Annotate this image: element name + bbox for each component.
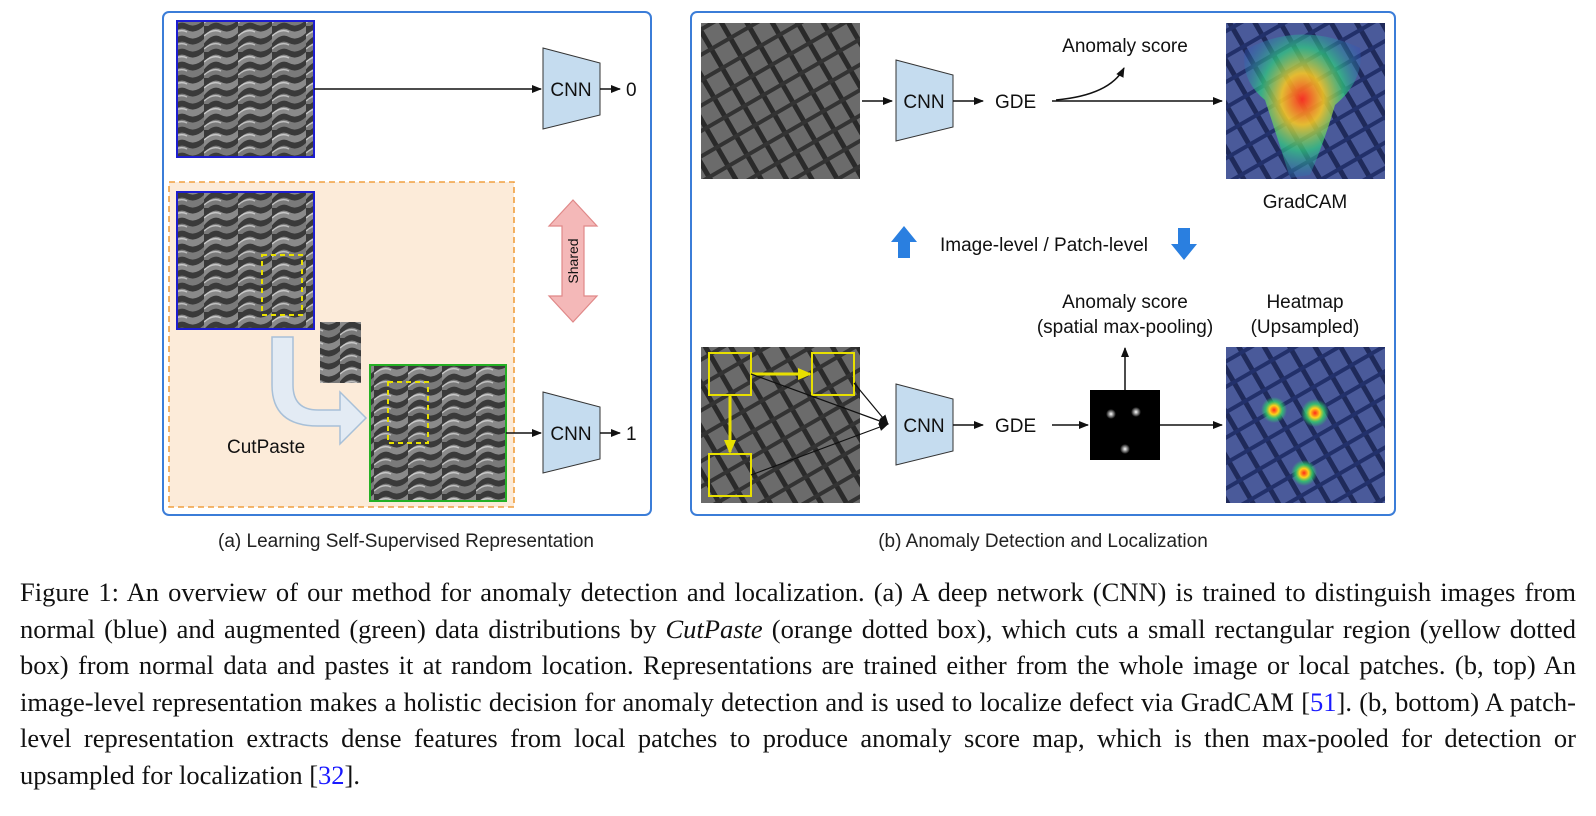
normal-image-top: [176, 20, 315, 158]
heatmap-spot: [1301, 399, 1329, 427]
heatmap-label: Heatmap: [1266, 292, 1343, 313]
gde-label-bottom: GDE: [995, 416, 1036, 437]
gde-label-top: GDE: [995, 92, 1036, 113]
output-label-1: 1: [626, 424, 637, 445]
down-arrow-icon: [1171, 228, 1197, 260]
shared-label: Shared: [565, 238, 581, 283]
citation-link-51[interactable]: 51: [1310, 686, 1337, 717]
cnn-block-top: [542, 47, 601, 130]
patch-to-cnn-1: [750, 373, 889, 425]
caption-text-2: (orange dotted box), which cuts a small …: [20, 613, 1576, 717]
cnn-block-bottom: [542, 391, 601, 474]
cnn-label-b-bottom: CNN: [903, 416, 944, 437]
cutpaste-arrow: [271, 336, 368, 446]
anomaly-score-label-top: Anomaly score: [1062, 36, 1188, 57]
anomaly-score-label-bottom: Anomaly score: [1062, 292, 1188, 313]
patch-box-2: [811, 352, 855, 396]
cutpaste-label: CutPaste: [227, 437, 305, 458]
patch-to-cnn-3: [750, 423, 889, 476]
panel-b-frame: [690, 11, 1396, 516]
figure-caption: Figure 1: An overview of our method for …: [20, 574, 1576, 793]
figure-diagram: CNN 0 CutPaste CNN 1 Shared (a) Learning…: [162, 11, 1396, 552]
up-arrow-icon: [891, 226, 917, 258]
heatmap-spot: [1291, 460, 1317, 486]
pasted-patch: [387, 381, 429, 444]
caption-text-1: Figure 1: An overview of our method for …: [20, 577, 1576, 644]
panel-b-caption: (b) Anomaly Detection and Localization: [878, 531, 1208, 552]
cnn-label-top: CNN: [550, 80, 591, 101]
input-image-top: [701, 23, 860, 179]
cnn-block-b-top: [895, 59, 954, 142]
max-pooling-label: (spatial max-pooling): [1037, 317, 1213, 338]
cnn-label-bottom: CNN: [550, 424, 591, 445]
arrow-to-score-top: [1055, 67, 1125, 101]
caption-text-3: ]. (b, bottom) A patch-level representat…: [20, 686, 1576, 790]
heatmap-spot: [1261, 397, 1287, 423]
score-map-dot: [1120, 444, 1130, 454]
cut-region-box: [261, 254, 303, 316]
caption-text-4: ].: [344, 759, 360, 790]
cnn-block-b-bottom: [895, 383, 954, 466]
input-image-bottom: [701, 347, 860, 503]
gradcam-heat: [1244, 34, 1361, 178]
caption-emph: CutPaste: [665, 613, 763, 644]
patch-to-cnn-2: [853, 382, 889, 425]
score-map-dot: [1106, 409, 1116, 419]
upsampled-label: (Upsampled): [1251, 317, 1360, 338]
cut-patch: [320, 322, 361, 383]
citation-link-32[interactable]: 32: [318, 759, 345, 790]
cnn-label-b-top: CNN: [903, 92, 944, 113]
panel-a-caption: (a) Learning Self-Supervised Representat…: [218, 531, 594, 552]
shared-arrow: [547, 199, 599, 323]
normal-image-source: [176, 191, 315, 330]
gradcam-label: GradCAM: [1263, 192, 1347, 213]
output-label-0: 0: [626, 80, 637, 101]
level-label: Image-level / Patch-level: [940, 235, 1148, 256]
score-map-dot: [1131, 407, 1141, 417]
